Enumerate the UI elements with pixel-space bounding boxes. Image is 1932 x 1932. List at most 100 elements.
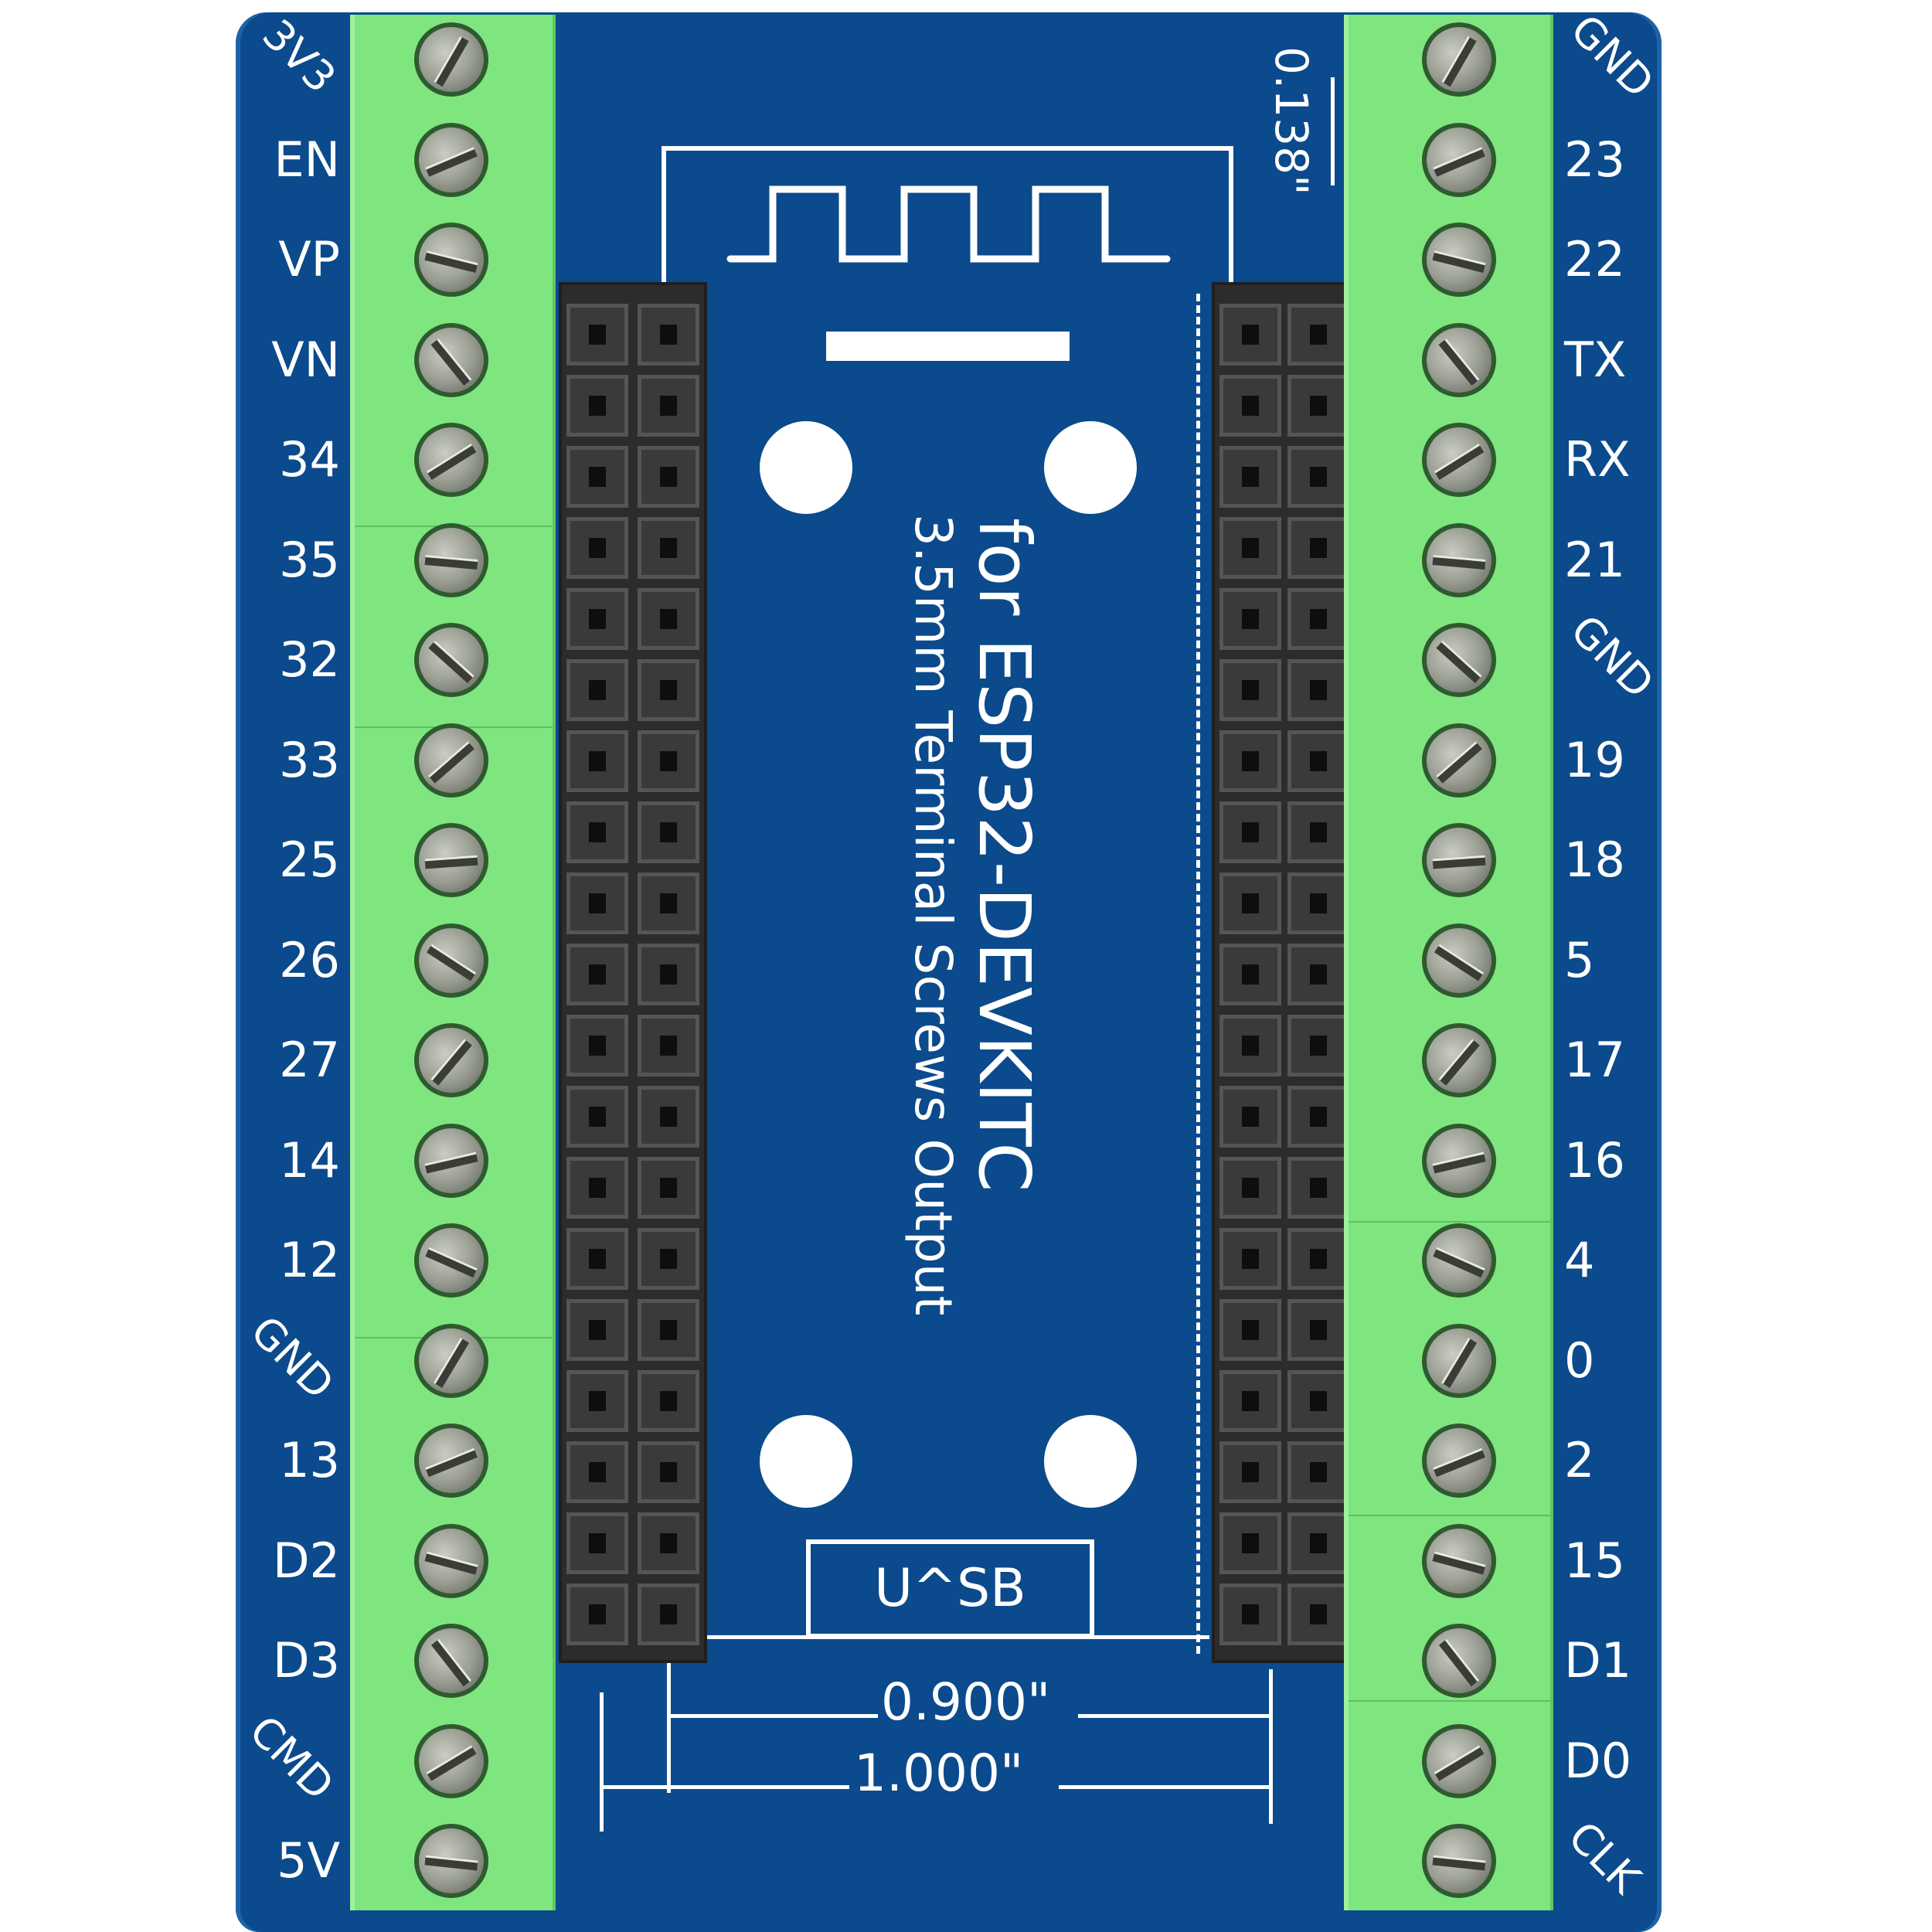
header-socket[interactable] xyxy=(566,304,628,366)
header-socket[interactable] xyxy=(1287,944,1349,1005)
header-socket[interactable] xyxy=(1219,517,1281,579)
terminal-screw[interactable] xyxy=(414,423,488,497)
header-socket[interactable] xyxy=(566,801,628,863)
header-socket[interactable] xyxy=(1287,1512,1349,1574)
terminal-screw[interactable] xyxy=(414,1723,488,1798)
header-socket[interactable] xyxy=(638,588,699,650)
terminal-screw[interactable] xyxy=(1422,1223,1496,1298)
header-socket[interactable] xyxy=(566,1157,628,1219)
terminal-screw[interactable] xyxy=(1422,423,1496,497)
header-socket[interactable] xyxy=(1219,375,1281,437)
header-socket[interactable] xyxy=(566,1015,628,1077)
header-socket[interactable] xyxy=(1219,1441,1281,1503)
terminal-screw[interactable] xyxy=(414,1523,488,1598)
header-socket[interactable] xyxy=(1287,304,1349,366)
header-socket[interactable] xyxy=(638,1299,699,1361)
terminal-screw[interactable] xyxy=(1422,1023,1496,1097)
header-socket[interactable] xyxy=(566,1228,628,1290)
header-socket[interactable] xyxy=(638,1015,699,1077)
header-socket[interactable] xyxy=(1219,1228,1281,1290)
header-socket[interactable] xyxy=(638,1157,699,1219)
terminal-screw[interactable] xyxy=(414,522,488,597)
header-socket[interactable] xyxy=(1219,588,1281,650)
header-socket[interactable] xyxy=(566,517,628,579)
terminal-screw[interactable] xyxy=(414,723,488,798)
header-socket[interactable] xyxy=(1219,944,1281,1005)
terminal-screw[interactable] xyxy=(414,1624,488,1698)
header-socket[interactable] xyxy=(566,730,628,792)
terminal-screw[interactable] xyxy=(414,1824,488,1898)
terminal-screw[interactable] xyxy=(414,923,488,998)
header-socket[interactable] xyxy=(1287,1157,1349,1219)
header-socket[interactable] xyxy=(566,1512,628,1574)
terminal-screw[interactable] xyxy=(414,223,488,297)
header-socket[interactable] xyxy=(566,588,628,650)
terminal-screw[interactable] xyxy=(1422,1523,1496,1598)
header-socket[interactable] xyxy=(638,446,699,508)
header-socket[interactable] xyxy=(1287,1228,1349,1290)
header-socket[interactable] xyxy=(566,1299,628,1361)
header-socket[interactable] xyxy=(566,659,628,721)
header-socket[interactable] xyxy=(638,1512,699,1574)
terminal-screw[interactable] xyxy=(1422,22,1496,97)
header-socket[interactable] xyxy=(566,1583,628,1645)
header-socket[interactable] xyxy=(1219,801,1281,863)
terminal-screw[interactable] xyxy=(1422,823,1496,897)
header-socket[interactable] xyxy=(1287,375,1349,437)
header-socket[interactable] xyxy=(566,1370,628,1432)
terminal-screw[interactable] xyxy=(1422,223,1496,297)
terminal-screw[interactable] xyxy=(1422,122,1496,197)
header-socket[interactable] xyxy=(1287,1299,1349,1361)
header-socket[interactable] xyxy=(1219,1583,1281,1645)
header-socket[interactable] xyxy=(1287,1370,1349,1432)
header-socket[interactable] xyxy=(1219,872,1281,934)
header-socket[interactable] xyxy=(638,730,699,792)
header-socket[interactable] xyxy=(638,801,699,863)
header-socket[interactable] xyxy=(638,1370,699,1432)
terminal-screw[interactable] xyxy=(1422,322,1496,397)
header-socket[interactable] xyxy=(1219,1015,1281,1077)
terminal-screw[interactable] xyxy=(1422,923,1496,998)
header-socket[interactable] xyxy=(1287,659,1349,721)
header-socket[interactable] xyxy=(1287,1441,1349,1503)
header-socket[interactable] xyxy=(1219,1370,1281,1432)
terminal-screw[interactable] xyxy=(1422,1123,1496,1198)
terminal-screw[interactable] xyxy=(414,1423,488,1498)
header-socket[interactable] xyxy=(566,1086,628,1148)
header-socket[interactable] xyxy=(1287,446,1349,508)
header-socket[interactable] xyxy=(566,446,628,508)
header-socket[interactable] xyxy=(638,517,699,579)
header-socket[interactable] xyxy=(638,944,699,1005)
header-socket[interactable] xyxy=(1287,1583,1349,1645)
header-socket[interactable] xyxy=(638,872,699,934)
header-socket[interactable] xyxy=(1287,730,1349,792)
header-socket[interactable] xyxy=(638,375,699,437)
right-pin-header[interactable] xyxy=(1212,282,1354,1663)
header-socket[interactable] xyxy=(1219,446,1281,508)
header-socket[interactable] xyxy=(1287,588,1349,650)
terminal-screw[interactable] xyxy=(1422,1824,1496,1898)
terminal-screw[interactable] xyxy=(414,1223,488,1298)
header-socket[interactable] xyxy=(1219,1512,1281,1574)
terminal-screw[interactable] xyxy=(1422,723,1496,798)
terminal-screw[interactable] xyxy=(414,322,488,397)
header-socket[interactable] xyxy=(638,659,699,721)
terminal-screw[interactable] xyxy=(1422,1624,1496,1698)
header-socket[interactable] xyxy=(1287,517,1349,579)
terminal-screw[interactable] xyxy=(1422,1423,1496,1498)
left-pin-header[interactable] xyxy=(559,282,707,1663)
header-socket[interactable] xyxy=(638,1583,699,1645)
header-socket[interactable] xyxy=(638,1228,699,1290)
header-socket[interactable] xyxy=(1287,801,1349,863)
header-socket[interactable] xyxy=(566,375,628,437)
terminal-screw[interactable] xyxy=(414,1323,488,1398)
header-socket[interactable] xyxy=(1219,659,1281,721)
header-socket[interactable] xyxy=(638,304,699,366)
terminal-screw[interactable] xyxy=(414,623,488,697)
header-socket[interactable] xyxy=(1219,730,1281,792)
terminal-screw[interactable] xyxy=(1422,1723,1496,1798)
header-socket[interactable] xyxy=(566,944,628,1005)
header-socket[interactable] xyxy=(1287,1086,1349,1148)
terminal-screw[interactable] xyxy=(1422,522,1496,597)
header-socket[interactable] xyxy=(566,1441,628,1503)
